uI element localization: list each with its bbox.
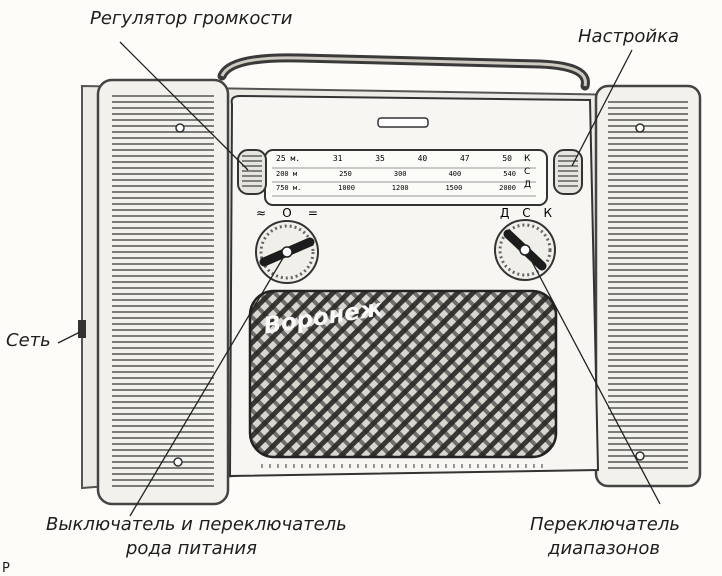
- power-mark: O: [282, 206, 292, 220]
- dial-mark: 1200: [391, 184, 409, 192]
- mains-label: Сеть: [6, 330, 51, 351]
- band-letter: К: [524, 154, 531, 164]
- band-mark: К: [543, 206, 552, 220]
- volume-label: Регулятор громкости: [90, 8, 293, 29]
- dial-mark: 540: [503, 170, 516, 178]
- dial-mark: 300: [393, 170, 407, 178]
- dial-mark: 2000: [499, 184, 516, 192]
- band-switch-label-line2: диапазонов: [548, 538, 660, 559]
- band-switch-label-line1: Переключатель: [530, 514, 680, 535]
- speaker-grill: [248, 289, 558, 459]
- dial-mark: 31: [332, 154, 343, 163]
- band-mark: Д: [500, 206, 510, 220]
- dial-mark: 50: [502, 154, 512, 163]
- band-letter: С: [524, 167, 531, 177]
- power-switch-knob[interactable]: [255, 220, 319, 284]
- power-switch-label-line2: рода питания: [126, 538, 257, 559]
- dial-mark: 1500: [445, 184, 463, 192]
- power-mark: ≈: [256, 206, 267, 220]
- leader-lines: [57, 41, 661, 517]
- band-mark: С: [522, 206, 531, 220]
- tuning-label: Настройка: [578, 26, 679, 47]
- dial-mark: 250: [339, 170, 352, 178]
- dial-mark: 200 м: [276, 170, 298, 178]
- dial-band-letters: К С Д: [524, 153, 531, 192]
- dial-row-2: 200 м 250 300 400 540: [276, 170, 516, 178]
- dial-mark: 35: [375, 154, 385, 163]
- dial-mark: 25 м.: [276, 154, 301, 163]
- dial-row-1: 25 м. 31 35 40 47 50: [276, 154, 512, 163]
- bottom-scale: [261, 464, 543, 468]
- band-switch-knob[interactable]: [494, 219, 556, 281]
- screws: [173, 123, 645, 467]
- dial-mark: 400: [448, 170, 462, 178]
- band-letter: Д: [524, 180, 532, 190]
- right-side-panel: [594, 84, 702, 488]
- power-knob-marks: ≈ O =: [256, 206, 318, 220]
- power-mark: =: [307, 206, 318, 220]
- dial-mark: 1000: [338, 184, 355, 192]
- left-side-panel: [96, 78, 230, 506]
- band-knob-marks: Д С К: [500, 206, 552, 220]
- top-slot: [377, 117, 429, 128]
- dial-mark: 40: [417, 154, 428, 163]
- power-switch-label-line1: Выключатель и переключатель: [46, 514, 347, 535]
- mains-socket: [78, 320, 86, 338]
- dial-row-3: 750 м. 1000 1200 1500 2000: [276, 184, 516, 192]
- volume-knob[interactable]: [237, 149, 267, 195]
- dial-mark: 750 м.: [276, 184, 302, 192]
- caption-fragment: Р: [2, 561, 10, 576]
- tuning-knob[interactable]: [553, 149, 583, 195]
- dial-mark: 47: [459, 154, 470, 163]
